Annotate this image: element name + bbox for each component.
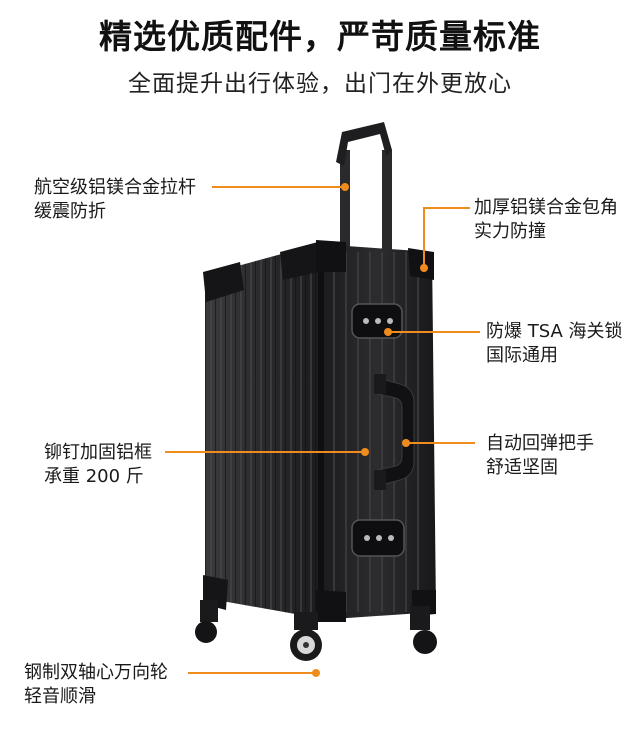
callout-lock-line2: 国际通用 (486, 345, 558, 366)
side-grip-handle (374, 374, 415, 490)
spinner-wheels (195, 600, 437, 661)
callout-dots (312, 183, 428, 677)
callout-grip-line1: 自动回弹把手 (486, 433, 594, 454)
callout-frame: 铆钉加固铝框 承重 200 斤 (44, 441, 152, 489)
page-title: 精选优质配件，严苛质量标准 (99, 17, 541, 56)
callout-lines (165, 186, 480, 674)
telescopic-handle (336, 122, 392, 250)
side-panel (203, 242, 318, 618)
callout-corner: 加厚铝镁合金包角 实力防撞 (474, 196, 618, 244)
callout-lock: 防爆 TSA 海关锁 国际通用 (486, 320, 623, 368)
callout-wheel: 钢制双轴心万向轮 轻音顺滑 (24, 661, 168, 709)
callout-grip-line2: 舒适坚固 (486, 457, 558, 478)
front-panel (316, 240, 436, 622)
callout-wheel-line1: 钢制双轴心万向轮 (24, 662, 168, 683)
tsa-lock-bottom (351, 519, 405, 557)
callout-handle-line2: 缓震防折 (34, 201, 106, 222)
callout-grip: 自动回弹把手 舒适坚固 (486, 432, 594, 480)
callout-handle-line1: 航空级铝镁合金拉杆 (34, 177, 196, 198)
callout-frame-line2: 承重 200 斤 (44, 466, 144, 487)
callout-lock-line1: 防爆 TSA 海关锁 (486, 321, 623, 342)
callout-frame-line1: 铆钉加固铝框 (44, 442, 152, 463)
callout-corner-line2: 实力防撞 (474, 221, 546, 242)
page-subtitle: 全面提升出行体验，出门在外更放心 (128, 71, 512, 97)
callout-corner-line1: 加厚铝镁合金包角 (474, 197, 618, 218)
callout-wheel-line2: 轻音顺滑 (24, 686, 96, 707)
callout-handle: 航空级铝镁合金拉杆 缓震防折 (34, 176, 196, 224)
